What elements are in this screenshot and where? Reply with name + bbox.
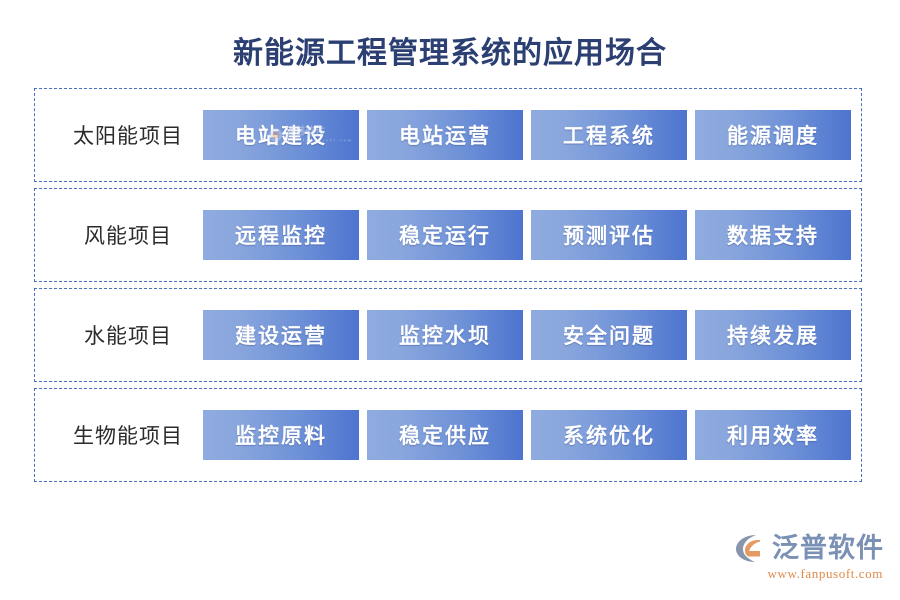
chip-label: 稳定供应 — [399, 424, 491, 448]
chip-biomass-1[interactable]: 监控原料 — [203, 410, 359, 460]
chip-label: 系统优化 — [563, 424, 655, 448]
chip-hydro-3[interactable]: 安全问题 — [531, 310, 687, 360]
chip-label: 远程监控 — [235, 224, 327, 248]
chip-hydro-4[interactable]: 持续发展 — [695, 310, 851, 360]
brand-logo-row: 泛普软件 — [732, 531, 884, 565]
chip-label: 利用效率 — [727, 424, 819, 448]
chip-label: 电站建设 — [235, 124, 327, 148]
chip-label: 安全问题 — [563, 324, 655, 348]
category-row-wind: 风能项目 远程监控 稳定运行 预测评估 数据支持 — [34, 188, 862, 282]
chip-wind-2[interactable]: 稳定运行 — [367, 210, 523, 260]
chip-wind-3[interactable]: 预测评估 — [531, 210, 687, 260]
category-row-hydro: 水能项目 建设运营 监控水坝 安全问题 持续发展 — [34, 288, 862, 382]
page-title: 新能源工程管理系统的应用场合 — [233, 37, 667, 70]
chip-solar-2[interactable]: 电站运营 — [367, 110, 523, 160]
chip-solar-3[interactable]: 工程系统 — [531, 110, 687, 160]
chip-solar-4[interactable]: 能源调度 — [695, 110, 851, 160]
chip-group-wind: 远程监控 稳定运行 预测评估 数据支持 — [203, 210, 851, 260]
category-rows: 太阳能项目 电站建设 泛普软件 www.fanpusoft.com 电站运营 — [34, 88, 862, 488]
chip-label: 稳定运行 — [399, 224, 491, 248]
chip-label: 工程系统 — [563, 124, 655, 148]
chip-label: 建设运营 — [235, 324, 327, 348]
chip-label: 电站运营 — [399, 124, 491, 148]
chip-solar-1[interactable]: 电站建设 泛普软件 www.fanpusoft.com — [203, 110, 359, 160]
chip-wind-4[interactable]: 数据支持 — [695, 210, 851, 260]
category-label-wind: 风能项目 — [84, 224, 172, 248]
chip-label: 监控水坝 — [399, 324, 491, 348]
category-label-hydro: 水能项目 — [84, 324, 172, 348]
chip-hydro-1[interactable]: 建设运营 — [203, 310, 359, 360]
fanpusoft-logo-icon — [732, 531, 766, 565]
chip-group-solar: 电站建设 泛普软件 www.fanpusoft.com 电站运营 工程系统 — [203, 110, 851, 160]
chip-label: 监控原料 — [235, 424, 327, 448]
category-row-biomass: 生物能项目 监控原料 稳定供应 系统优化 利用效率 — [34, 388, 862, 482]
chip-group-hydro: 建设运营 监控水坝 安全问题 持续发展 — [203, 310, 851, 360]
chip-group-biomass: 监控原料 稳定供应 系统优化 利用效率 — [203, 410, 851, 460]
chip-label: 数据支持 — [727, 224, 819, 248]
category-label-solar: 太阳能项目 — [73, 124, 183, 148]
chip-biomass-2[interactable]: 稳定供应 — [367, 410, 523, 460]
brand-url: www.fanpusoft.com — [767, 566, 883, 581]
chip-label: 持续发展 — [727, 324, 819, 348]
chip-biomass-3[interactable]: 系统优化 — [531, 410, 687, 460]
chip-hydro-2[interactable]: 监控水坝 — [367, 310, 523, 360]
chip-biomass-4[interactable]: 利用效率 — [695, 410, 851, 460]
chip-label: 能源调度 — [727, 124, 819, 148]
brand-logo: 泛普软件 www.fanpusoft.com — [732, 531, 884, 582]
brand-name: 泛普软件 — [772, 533, 884, 563]
chip-label: 预测评估 — [563, 224, 655, 248]
category-label-biomass: 生物能项目 — [73, 424, 183, 448]
category-row-solar: 太阳能项目 电站建设 泛普软件 www.fanpusoft.com 电站运营 — [34, 88, 862, 182]
chip-wind-1[interactable]: 远程监控 — [203, 210, 359, 260]
